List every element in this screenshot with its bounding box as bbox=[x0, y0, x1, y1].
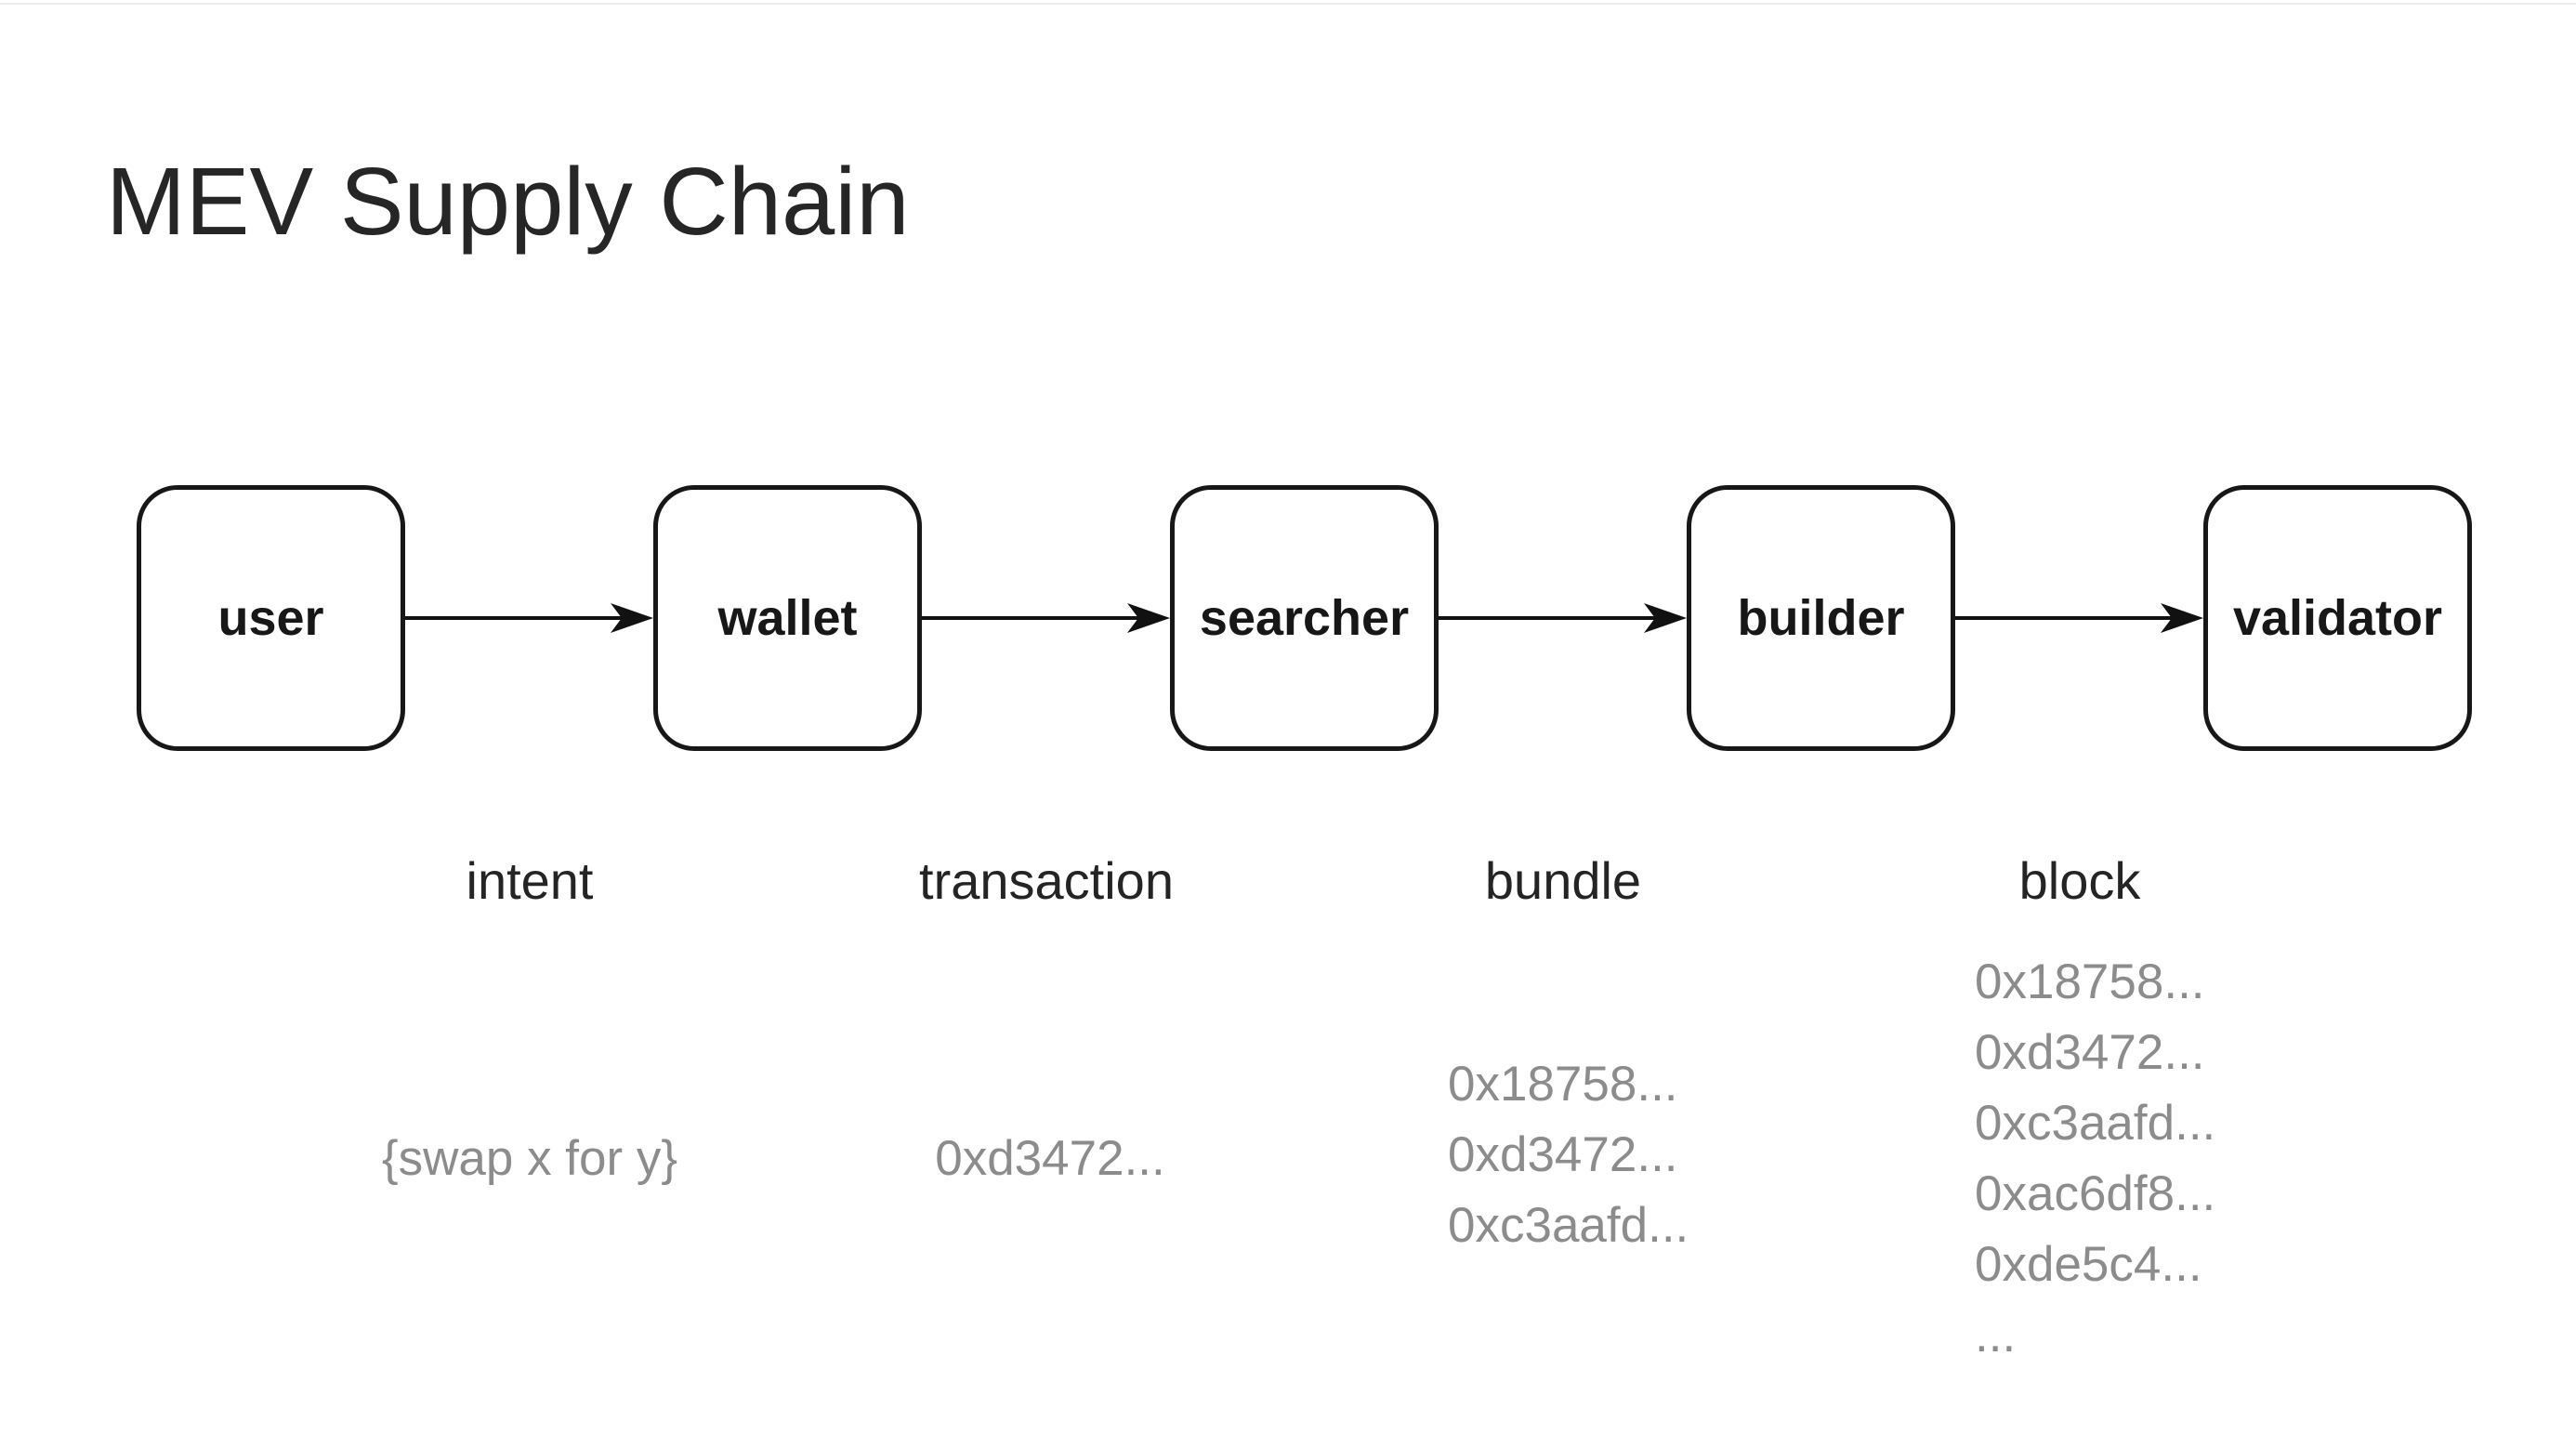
top-edge-divider bbox=[0, 3, 2576, 5]
page-title: MEV Supply Chain bbox=[106, 148, 910, 255]
intent-example-line: {swap x for y} bbox=[381, 1131, 678, 1186]
arrowhead-icon bbox=[611, 603, 653, 633]
flow-label-transaction: transaction bbox=[919, 851, 1174, 910]
bundle-tx-hash: 0xd3472... bbox=[1448, 1127, 1678, 1182]
chain-node-searcher-label: searcher bbox=[1199, 590, 1410, 646]
chain-node-user: user bbox=[137, 485, 405, 751]
block-tx-hash: 0xd3472... bbox=[1975, 1025, 2205, 1080]
arrowhead-icon bbox=[2161, 603, 2203, 633]
chain-node-validator: validator bbox=[2203, 485, 2472, 751]
block-tx-hash: 0xac6df8... bbox=[1975, 1166, 2216, 1221]
block-tx-ellipsis: ... bbox=[1975, 1308, 2017, 1362]
arrow-searcher-to-builder bbox=[1439, 603, 1687, 633]
bundle-tx-hash: 0x18758... bbox=[1448, 1057, 1678, 1112]
block-tx-hash: 0x18758... bbox=[1975, 954, 2205, 1009]
intent-example: {swap x for y} bbox=[382, 1124, 677, 1194]
chain-node-user-label: user bbox=[217, 590, 324, 646]
arrow-wallet-to-searcher bbox=[922, 603, 1170, 633]
arrowhead-icon bbox=[1644, 603, 1687, 633]
block-tx-hash: 0xc3aafd... bbox=[1975, 1096, 2216, 1151]
chain-node-wallet: wallet bbox=[653, 485, 922, 751]
arrow-builder-to-validator bbox=[1955, 603, 2203, 633]
chain-node-searcher: searcher bbox=[1170, 485, 1439, 751]
flow-label-intent: intent bbox=[466, 851, 594, 910]
bundle-tx-hash: 0xc3aafd... bbox=[1448, 1198, 1689, 1253]
block-tx-list: 0x18758... 0xd3472... 0xc3aafd... 0xac6d… bbox=[1975, 947, 2215, 1371]
flow-label-bundle: bundle bbox=[1484, 851, 1642, 910]
bundle-tx-list: 0x18758... 0xd3472... 0xc3aafd... bbox=[1448, 1049, 1689, 1261]
flow-label-block: block bbox=[2018, 851, 2141, 910]
transaction-hash: 0xd3472... bbox=[935, 1131, 1165, 1186]
arrowhead-icon bbox=[1127, 603, 1170, 633]
transaction-example: 0xd3472... bbox=[935, 1124, 1165, 1194]
chain-node-builder-label: builder bbox=[1737, 590, 1905, 646]
chain-node-wallet-label: wallet bbox=[717, 590, 858, 646]
chain-node-validator-label: validator bbox=[2232, 590, 2443, 646]
arrow-user-to-wallet bbox=[405, 603, 653, 633]
chain-node-builder: builder bbox=[1687, 485, 1955, 751]
block-tx-hash: 0xde5c4... bbox=[1975, 1237, 2202, 1292]
